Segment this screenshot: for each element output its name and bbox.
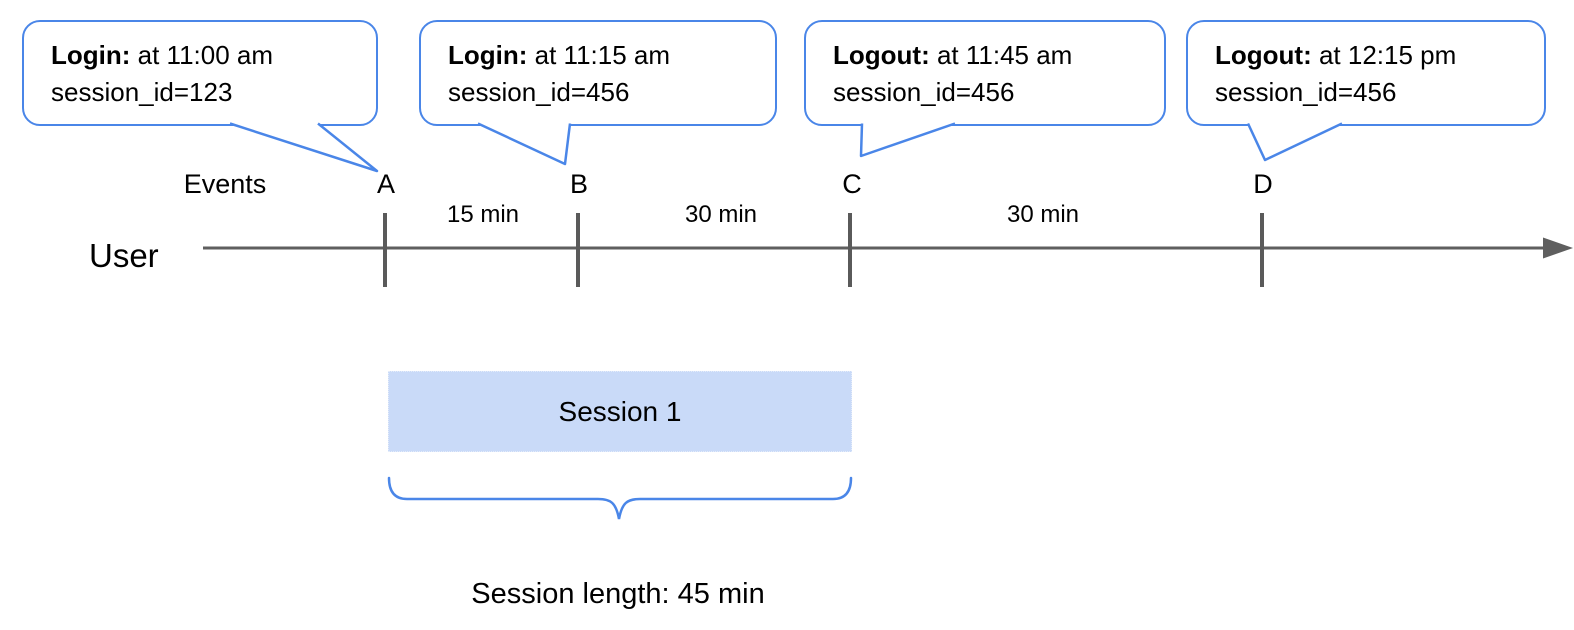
callout-event-type: Logout: — [833, 40, 930, 70]
event-marker-c: C — [842, 169, 862, 199]
callout-line-event: Login: at 11:00 am — [51, 37, 356, 74]
session-length-brace — [387, 476, 853, 520]
event-marker-d: D — [1253, 169, 1273, 199]
callout-event-type: Logout: — [1215, 40, 1312, 70]
callout-tail-d — [1246, 122, 1343, 162]
interval-label-a-b: 15 min — [446, 201, 520, 228]
callout-session-id: session_id=123 — [51, 77, 233, 107]
interval-label-b-c: 30 min — [684, 201, 758, 228]
session-1-box: Session 1 — [388, 371, 852, 452]
interval-label-c-d: 30 min — [1006, 201, 1080, 228]
callout-bubble-b: Login: at 11:15 am session_id=456 — [419, 20, 777, 126]
callout-bubble-c: Logout: at 11:45 am session_id=456 — [804, 20, 1166, 126]
callout-session-id: session_id=456 — [833, 77, 1015, 107]
events-row-label: Events — [183, 169, 267, 199]
callout-tail-a — [229, 122, 379, 173]
session-1-label: Session 1 — [558, 395, 682, 427]
callout-event-time: at 11:45 am — [929, 40, 1073, 70]
callout-event-type: Login: — [51, 40, 131, 70]
callout-line-event: Logout: at 12:15 pm — [1215, 37, 1524, 74]
callout-event-time: at 11:15 am — [527, 40, 671, 70]
callout-bubble-d: Logout: at 12:15 pm session_id=456 — [1186, 20, 1546, 126]
callout-session-id: session_id=456 — [448, 77, 630, 107]
callout-line-event: Login: at 11:15 am — [448, 37, 755, 74]
user-row-label: User — [89, 237, 159, 274]
callout-tail-c — [859, 122, 956, 158]
callout-event-time: at 11:00 am — [130, 40, 274, 70]
callout-event-type: Login: — [448, 40, 528, 70]
event-marker-a: A — [376, 169, 396, 199]
callout-bubble-a: Login: at 11:00 am session_id=123 — [22, 20, 378, 126]
callout-event-time: at 12:15 pm — [1311, 40, 1457, 70]
callout-session-id: session_id=456 — [1215, 77, 1397, 107]
callout-line-event: Logout: at 11:45 am — [833, 37, 1144, 74]
event-marker-b: B — [569, 169, 589, 199]
callout-tail-b — [477, 122, 572, 166]
timeline-arrowhead-icon — [1543, 237, 1573, 259]
session-length-label: Session length: 45 min — [471, 578, 765, 610]
